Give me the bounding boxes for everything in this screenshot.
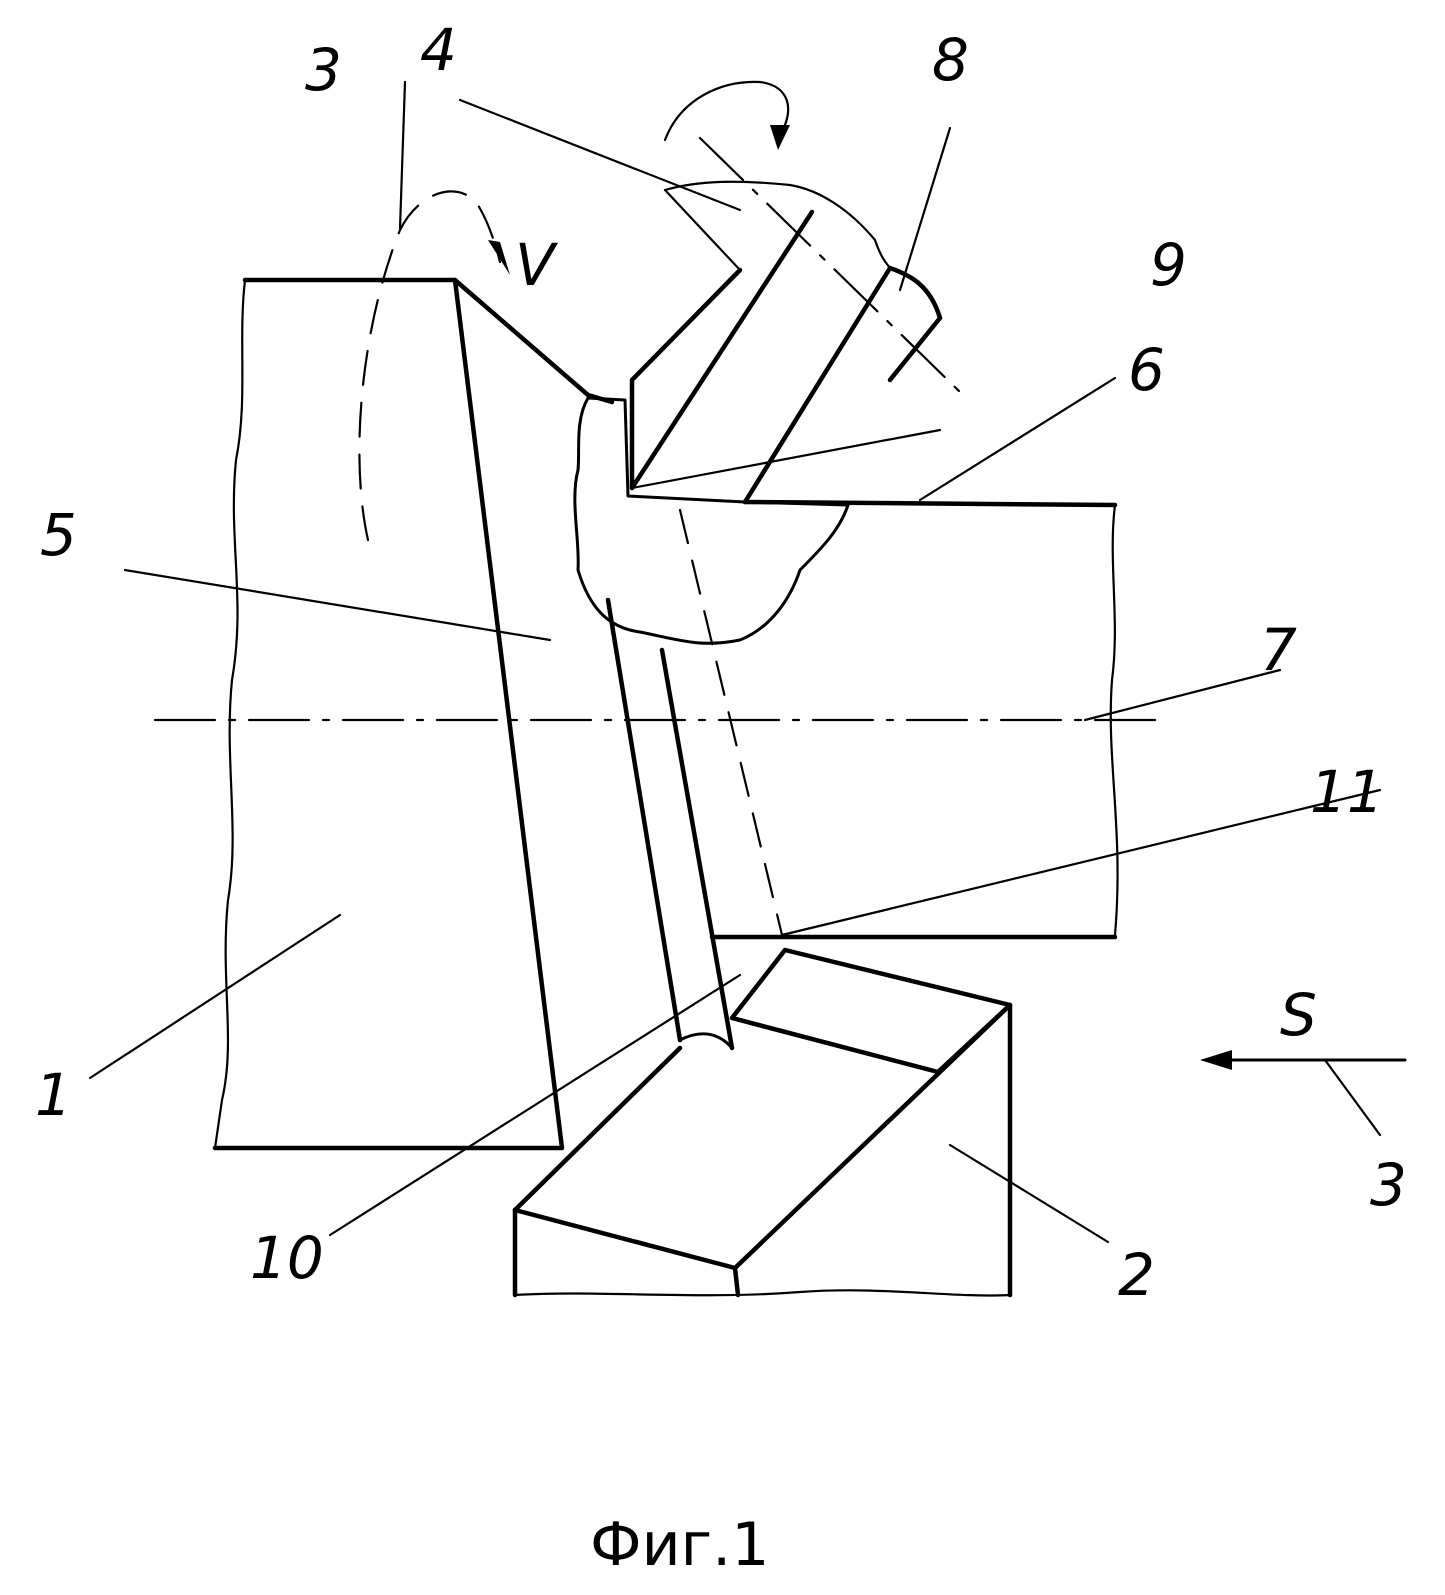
label-9: 9	[1150, 231, 1187, 299]
label-4: 4	[420, 16, 457, 84]
label-3-top: 3	[305, 36, 342, 104]
label-10: 10	[250, 1224, 324, 1292]
label-5: 5	[40, 501, 77, 569]
figure-caption: Фиг.1	[590, 1510, 769, 1580]
label-11: 11	[1310, 758, 1384, 826]
part-5-wall-bottom	[680, 1034, 732, 1048]
label-3-right: 3	[1370, 1151, 1407, 1219]
tool-rotation-arrow	[665, 82, 788, 140]
tool-rotation-arrowhead	[770, 125, 790, 150]
label-6: 6	[1128, 336, 1165, 404]
hidden-line	[680, 510, 782, 935]
abrasive-layer	[732, 950, 1010, 1072]
label-8: 8	[932, 26, 969, 94]
arrowhead-v	[488, 240, 510, 275]
tool-4-8	[632, 138, 960, 502]
label-2: 2	[1118, 1241, 1155, 1309]
label-v: V	[515, 231, 559, 299]
part-2-block	[515, 1005, 1010, 1295]
part-5-wall	[608, 600, 680, 1040]
hatched-section	[575, 398, 848, 643]
label-1: 1	[35, 1061, 72, 1129]
label-s: S	[1280, 981, 1317, 1049]
label-7: 7	[1260, 616, 1297, 684]
part-1-body	[215, 280, 562, 1148]
feed-arrowhead-s	[1200, 1050, 1232, 1070]
